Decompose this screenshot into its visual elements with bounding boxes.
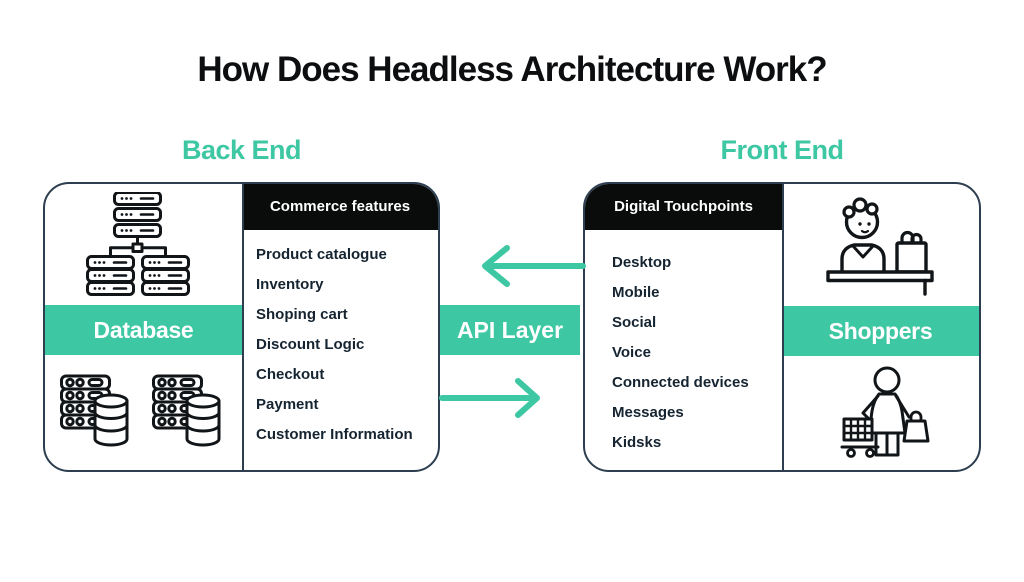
database-band: Database: [45, 305, 242, 355]
commerce-feature-item: Product catalogue: [256, 246, 387, 263]
page-title: How Does Headless Architecture Work?: [197, 50, 827, 89]
touchpoint-item: Voice: [612, 344, 651, 361]
api-layer-band: API Layer: [440, 305, 580, 355]
shoppers-band: Shoppers: [782, 306, 979, 356]
touchpoints-panel-header: Digital Touchpoints: [585, 184, 782, 230]
server-database-icon: [152, 374, 221, 447]
arrow-left-icon: [482, 245, 586, 287]
commerce-feature-item: Checkout: [256, 366, 325, 383]
commerce-panel-header: Commerce features: [242, 184, 438, 230]
touchpoint-item: Messages: [612, 404, 684, 421]
commerce-feature-item: Payment: [256, 396, 319, 413]
api-arrows: [439, 245, 586, 418]
front-end-heading: Front End: [720, 135, 844, 165]
commerce-feature-item: Inventory: [256, 276, 324, 293]
touchpoint-item: Social: [612, 314, 657, 331]
commerce-feature-item: Customer Information: [256, 426, 413, 443]
touchpoint-item: Connected devices: [612, 374, 749, 391]
commerce-feature-item: Discount Logic: [256, 336, 365, 353]
touchpoint-item: Desktop: [612, 254, 672, 271]
touchpoint-item: Mobile: [612, 284, 660, 301]
back-end-heading: Back End: [181, 135, 302, 165]
shopper-cart-icon: [840, 366, 930, 458]
cashier-counter-icon: [826, 197, 934, 296]
server-database-icon: [60, 374, 129, 447]
arrow-right-icon: [439, 378, 540, 418]
back-end-divider: [242, 184, 244, 470]
back-end-box: Commerce features Database Product catal…: [43, 182, 440, 472]
commerce-feature-item: Shoping cart: [256, 306, 348, 323]
server-cluster-icon: [86, 192, 190, 296]
touchpoint-item: Kidsks: [612, 434, 662, 451]
front-end-divider: [782, 184, 784, 470]
